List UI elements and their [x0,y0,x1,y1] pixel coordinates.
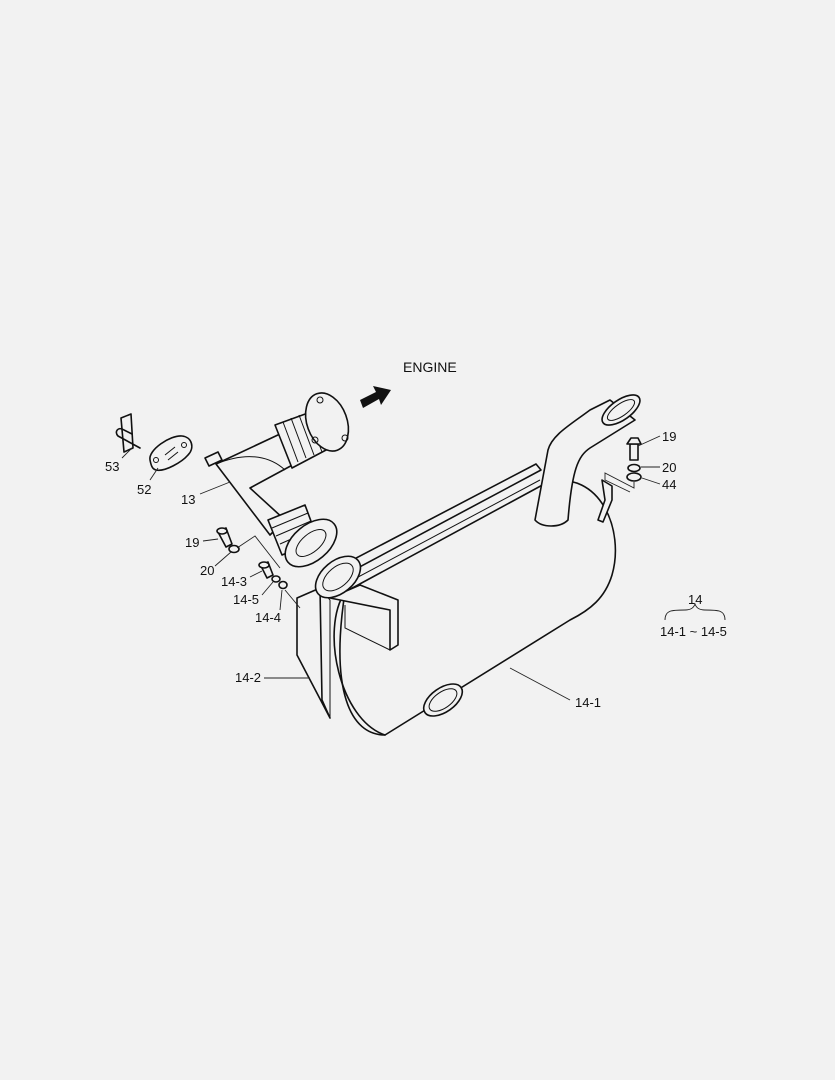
part-label-44-right: 44 [662,477,676,492]
part-label-14-3: 14-3 [221,574,247,589]
lower-bracket [329,584,399,651]
part-label-52: 52 [137,482,151,497]
part-label-14-1: 14-1 [575,695,601,710]
right-bracket [597,479,613,523]
engine-direction-arrow-icon [360,386,391,408]
part-label-14-5: 14-5 [233,592,259,607]
washer-44-right [626,472,642,482]
washer-14-4 [278,580,288,590]
part-label-19-right: 19 [662,429,676,444]
side-shield [296,587,331,719]
bolt-14-3 [258,561,274,579]
bolt-19-right [626,437,642,461]
assembly-label: 14 [688,592,702,607]
washer-20-left [228,544,240,554]
washer-20-right [627,463,641,473]
washer-14-5 [271,575,281,583]
assembly-brace [664,602,726,621]
gasket-52 [149,435,193,472]
bolt-19-left [216,527,233,548]
clamp-53 [115,413,141,453]
part-label-14-2: 14-2 [235,670,261,685]
part-label-13: 13 [181,492,195,507]
part-label-53: 53 [105,459,119,474]
part-label-20-right: 20 [662,460,676,475]
part-label-19: 19 [185,535,199,550]
assembly-range: 14-1 ~ 14-5 [660,624,727,639]
exhaust-pipe-13 [204,392,350,568]
part-label-14-4: 14-4 [255,610,281,625]
muffler-body [333,479,617,736]
tail-pipe [534,394,641,527]
engine-label: ENGINE [403,359,457,375]
part-label-20: 20 [200,563,214,578]
